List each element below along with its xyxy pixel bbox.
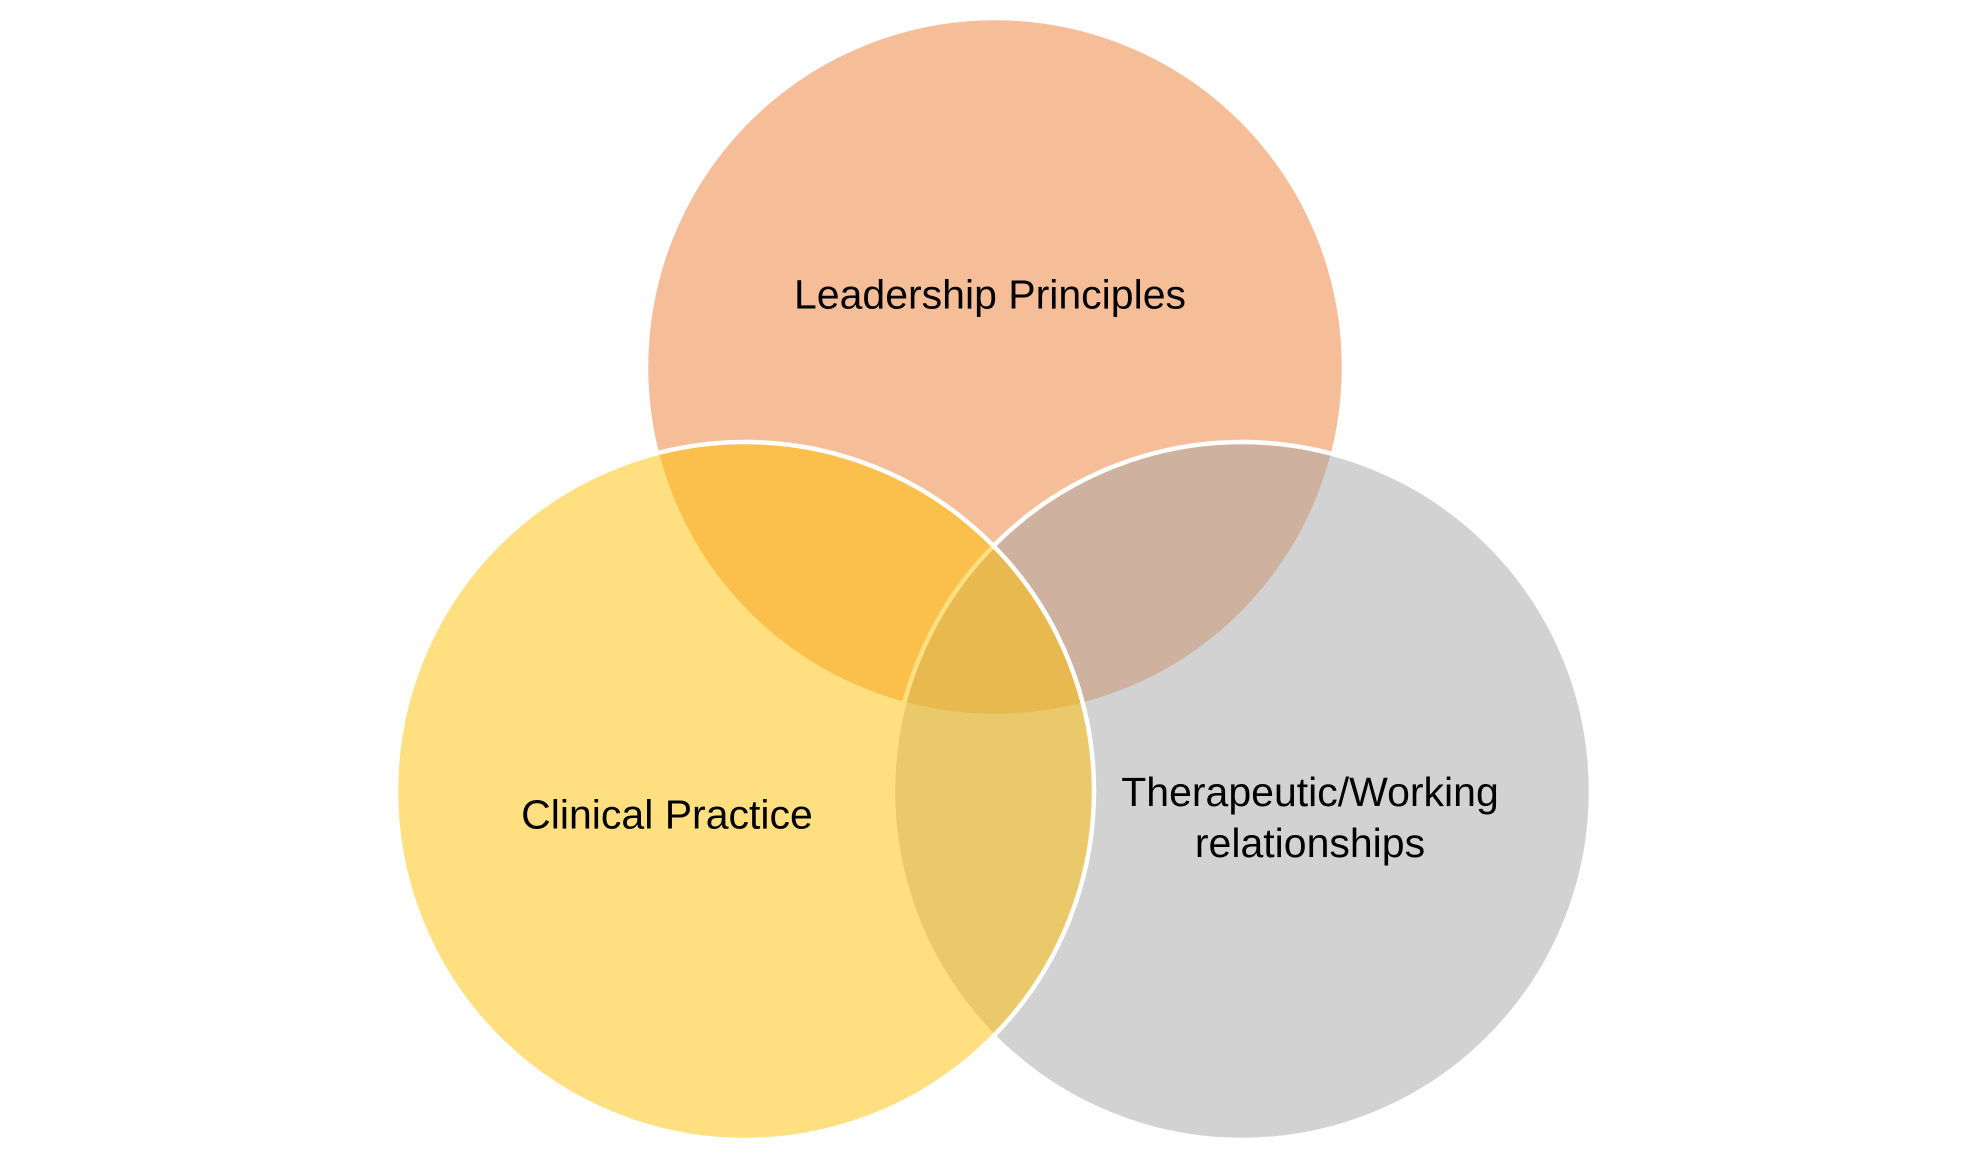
label-therapeutic-working-relationships: Therapeutic/Working relationships (1121, 769, 1499, 866)
circle-clinical-practice (393, 439, 1097, 1143)
label-clinical-practice: Clinical Practice (521, 791, 813, 838)
label-leadership-principles: Leadership Principles (793, 271, 1187, 318)
